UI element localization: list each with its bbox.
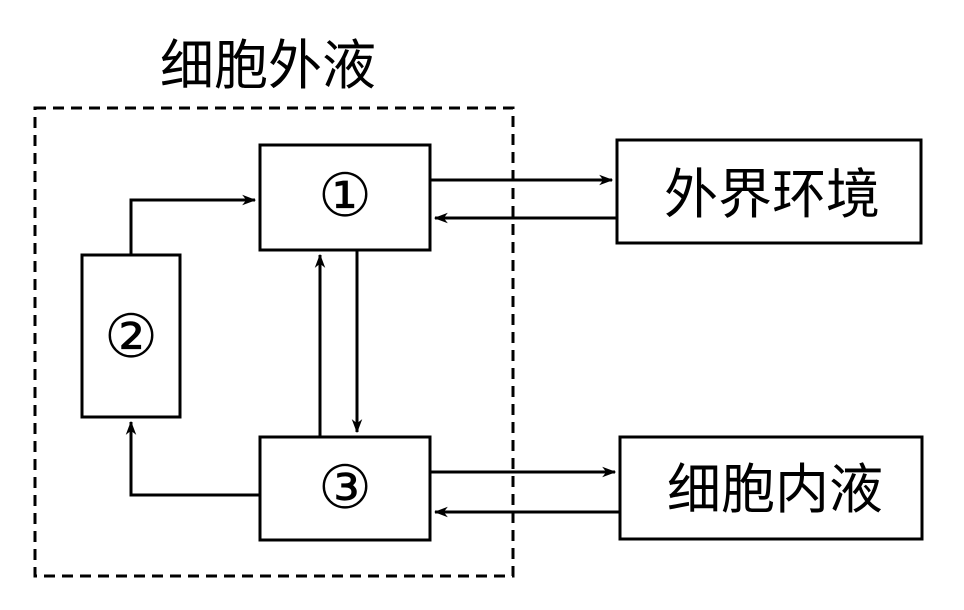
- node-3-label: ③: [318, 453, 372, 523]
- node-1-box: [258, 143, 432, 252]
- arrow-3-to-2: [125, 420, 260, 497]
- intracellular-fluid-label: 细胞内液: [667, 458, 883, 521]
- node-2-label: ②: [104, 302, 158, 372]
- region-title: 细胞外液: [160, 34, 376, 97]
- node-3-box: [258, 435, 432, 542]
- arrow-2-to-1: [129, 194, 257, 255]
- node-1-label: ①: [318, 161, 372, 231]
- node-2-box: [80, 253, 182, 419]
- intracellular-fluid-box: [618, 435, 924, 541]
- external-environment-box: [615, 138, 923, 245]
- external-environment-label: 外界环境: [664, 163, 880, 226]
- extracellular-boundary: [33, 106, 515, 578]
